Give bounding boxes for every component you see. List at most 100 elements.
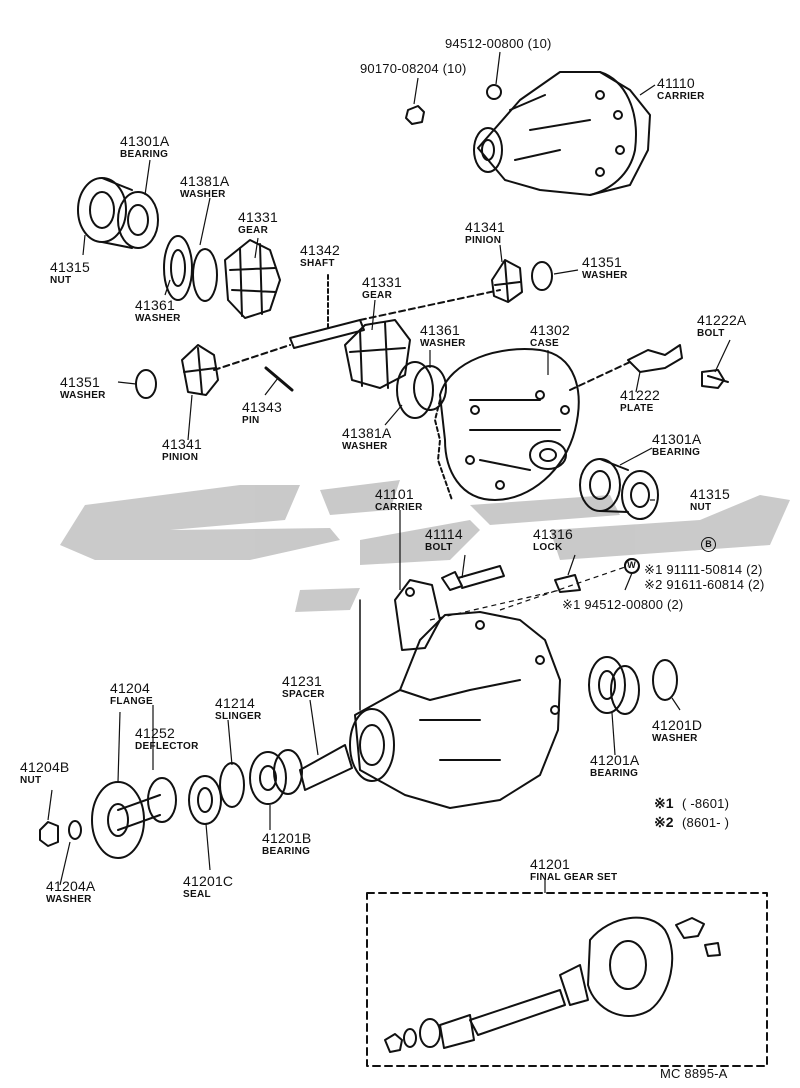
pinion-41341-top [491, 259, 523, 303]
part-number-41341-top: 41341 [465, 219, 505, 235]
part-name-spacer: SPACER [282, 689, 325, 700]
part-number-41361-left: 41361 [135, 297, 175, 313]
part-name-washer-41201d: WASHER [652, 733, 698, 744]
small-nut-90170 [405, 105, 425, 125]
nut-41204b [39, 821, 59, 847]
part-name-bolt-41114: BOLT [425, 542, 453, 553]
part-number-41343: 41343 [242, 399, 282, 415]
pinion-41341-low [181, 344, 219, 396]
part-name-nut-right: NUT [690, 502, 712, 513]
part-number-41201b: 41201B [262, 830, 312, 846]
part-name-pin: PIN [242, 415, 260, 426]
part-name-case: CASE [530, 338, 559, 349]
spacer-41231 [299, 744, 353, 791]
part-number-41101: 41101 [375, 486, 414, 502]
leader-lines [47, 51, 731, 893]
part-number-41204b: 41204B [20, 759, 70, 775]
footnote-1-mark: ※1 [654, 795, 674, 811]
part-name-lock: LOCK [533, 542, 563, 553]
part-name-flange: FLANGE [110, 696, 153, 707]
washer-marker-w-lower: W [624, 558, 639, 573]
part-number-41201: 41201 [530, 856, 570, 872]
part-name-nut-left: NUT [50, 275, 72, 286]
part-name-deflector: DEFLECTOR [135, 741, 199, 752]
part-name-washer-41351-right: WASHER [582, 270, 628, 281]
pin-41343 [264, 366, 294, 392]
part-name-washer-41361-mid: WASHER [420, 338, 466, 349]
part-name-pinion-low: PINION [162, 452, 199, 463]
part-name-shaft: SHAFT [300, 258, 335, 269]
part-number-41301a-top: 41301A [120, 133, 170, 149]
part-name-washer-41381a-top: WASHER [180, 189, 226, 200]
washer-41381a-top [163, 235, 218, 302]
part-number-41214: 41214 [215, 695, 255, 711]
part-name-nut-41204b: NUT [20, 775, 42, 786]
part-name-bearing-right: BEARING [652, 447, 701, 458]
flange-41204 [91, 781, 161, 859]
seal-41201c [188, 775, 222, 825]
part-name-gear-mid: GEAR [362, 290, 393, 301]
footnote-2-mark: ※2 [654, 814, 674, 830]
part-number-41222a: 41222A [697, 312, 747, 328]
washer-41204a [68, 820, 82, 840]
carrier-housing-41101 [349, 579, 561, 809]
washer-41201d [652, 659, 678, 701]
slinger-41214 [219, 762, 245, 808]
part-number-41331-top: 41331 [238, 209, 278, 225]
part-name-carrier-top: CARRIER [657, 91, 705, 102]
part-number-41252: 41252 [135, 725, 175, 741]
part-name-carrier-main: CARRIER [375, 502, 423, 513]
spec-line-1: ※1 91111-50814 (2) [644, 562, 763, 577]
watermark-logo [60, 480, 790, 612]
carrier-housing-top [473, 71, 651, 196]
part-name-seal: SEAL [183, 889, 211, 900]
part-number-41351-left: 41351 [60, 374, 100, 390]
part-number-41231: 41231 [282, 673, 322, 689]
part-number-41301a-right: 41301A [652, 431, 702, 447]
spec-line-2: ※2 91611-60814 (2) [644, 577, 765, 592]
part-number-41222: 41222 [620, 387, 660, 403]
ring-gear-teeth [434, 399, 453, 501]
part-number-41361-mid: 41361 [420, 322, 460, 338]
bolt-41114 [441, 565, 505, 591]
part-name-washer-41361-left: WASHER [135, 313, 181, 324]
part-number-41381a-mid: 41381A [342, 425, 392, 441]
part-name-slinger: SLINGER [215, 711, 262, 722]
part-name-washer-41351-left: WASHER [60, 390, 106, 401]
part-number-41341-low: 41341 [162, 436, 202, 452]
bolt-41222a [701, 369, 729, 389]
part-number-41204: 41204 [110, 680, 150, 696]
side-gear-41331-mid [344, 319, 411, 389]
part-number-94512-top: 94512-00800 (10) [445, 36, 552, 51]
deflector-41252 [147, 777, 177, 823]
part-number-41342: 41342 [300, 242, 340, 258]
part-number-41315-left: 41315 [50, 259, 90, 275]
lock-41316 [554, 574, 581, 593]
part-number-90170: 90170-08204 (10) [360, 61, 467, 76]
part-name-final-gear-set: FINAL GEAR SET [530, 872, 618, 883]
final-gear-set-box [366, 892, 768, 1067]
spec-line-3: ※1 94512-00800 (2) [562, 597, 684, 612]
part-number-41316: 41316 [533, 526, 573, 542]
washer-41351-left [135, 369, 157, 399]
figure-code: MC 8895-A [660, 1066, 728, 1081]
part-number-41110: 41110 [657, 75, 695, 91]
bearing-41201b [249, 749, 303, 805]
part-number-41331-mid: 41331 [362, 274, 402, 290]
bearing-41201a [588, 656, 640, 715]
part-name-gear-top: GEAR [238, 225, 269, 236]
bearing-41301a-right [579, 458, 629, 513]
bolt-marker-b: B [701, 537, 716, 552]
footnote-2-range: (8601- ) [682, 815, 730, 830]
adjusting-nut-41315-right [621, 470, 659, 520]
washer-41351-right [531, 261, 553, 291]
part-number-41201c: 41201C [183, 873, 234, 889]
part-number-41114: 41114 [425, 526, 463, 542]
part-name-bolt-41222a: BOLT [697, 328, 725, 339]
part-number-41201a: 41201A [590, 752, 640, 768]
part-name-washer-41204a: WASHER [46, 894, 92, 905]
part-number-41201d: 41201D [652, 717, 703, 733]
part-name-plate: PLATE [620, 403, 654, 414]
